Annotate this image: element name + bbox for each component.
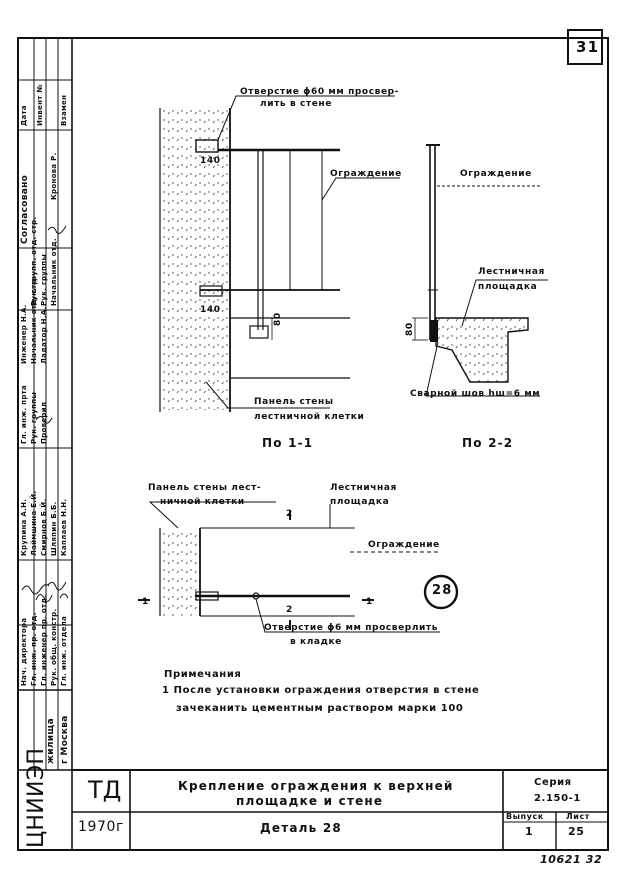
stamp-number: 10621 32 — [540, 853, 603, 866]
series-label: Серия — [534, 777, 572, 788]
landing-label-right-line1: Лестничная — [478, 267, 545, 277]
plan-hole-note-line1: Отверстие ϕ6 мм просверлить — [264, 623, 439, 633]
title-line1: Крепление ограждения к верхней — [178, 779, 454, 793]
dim-140-bottom: 140 — [200, 305, 221, 315]
org-code: ТД — [88, 776, 122, 804]
section-1-1-drawing — [159, 95, 400, 412]
notes-heading: Примечания — [164, 669, 242, 680]
role-11: Гл. инж. прта — [20, 384, 28, 444]
role-3: Гл. инженер пр. отд. — [40, 594, 48, 686]
plan-drawing — [138, 501, 459, 633]
notes-line2: зачеканить цементным раствором марки 100 — [176, 703, 464, 714]
year: 1970г — [78, 819, 124, 835]
plan-landing-label-line2: площадка — [330, 497, 390, 507]
top-hole-note-line2: лить в стене — [260, 99, 332, 109]
vzamen-col: Взамен — [60, 94, 68, 126]
institute-sub: жилища — [46, 718, 56, 764]
railing-label-left: Ограждение — [330, 169, 402, 179]
landing-label-right-line2: площадка — [478, 282, 538, 292]
role-7: Лаймшина Е.Й. — [30, 490, 38, 556]
role-18: Рук. группы — [40, 253, 48, 306]
agreed-label: Согласовано — [20, 174, 30, 244]
role-19: Начальник отд. — [50, 238, 58, 306]
plan-cut-2-top: 2 — [286, 509, 293, 519]
sheet-value: 25 — [568, 825, 585, 838]
detail-circle-number: 28 — [432, 583, 453, 598]
role-6: Крупина А.Н. — [20, 498, 28, 556]
page-number-box — [567, 29, 603, 65]
role-13: Проверил — [40, 401, 48, 444]
wall-panel-label-line2: лестничной клетки — [254, 412, 365, 422]
plan-wall-label-line2: ничной клетки — [160, 497, 245, 507]
role-16: Ладатор Н.А. — [40, 306, 48, 364]
weld-label: Сварной шов hш=6 мм — [410, 389, 541, 399]
institute-city: г Москва — [60, 715, 70, 764]
detail-label: Деталь 28 — [260, 821, 342, 835]
page-number: 31 — [576, 38, 600, 56]
dim-80-right: 80 — [405, 322, 415, 336]
plan-cut-2-bottom: 2 — [286, 605, 293, 615]
role-8: Смирнов Б.Й. — [40, 498, 48, 556]
railing-label-right: Ограждение — [460, 169, 532, 179]
dim-140-top: 140 — [200, 156, 221, 166]
notes-line1: 1 После установки ограждения отверстия в… — [162, 685, 480, 696]
role-9: Шляпин Б.Б. — [50, 501, 58, 556]
plan-cut-1-right: 1 — [366, 597, 373, 607]
role-1: Нач. директора — [20, 617, 28, 686]
wall-panel-label-line1: Панель стены — [254, 397, 334, 407]
role-20: Кронова Р. — [50, 152, 58, 200]
role-17: Рук. групп. отд. стр. — [30, 216, 38, 306]
issue-label: Выпуск — [506, 812, 544, 821]
inv-col: Инвент № — [36, 83, 44, 126]
role-4: Рук. общ. констр. — [50, 608, 58, 686]
sheet-label: Лист — [566, 812, 591, 821]
role-5: Гл. инж. отдела — [60, 615, 68, 686]
plan-landing-label-line1: Лестничная — [330, 483, 397, 493]
plan-railing-label: Ограждение — [368, 540, 440, 550]
issue-value: 1 — [525, 825, 534, 838]
date-col: Дата — [20, 105, 28, 126]
top-hole-note-line1: Отверстие ϕ60 мм просвер- — [240, 87, 400, 97]
section-2-2-drawing — [412, 144, 548, 397]
plan-wall-label-line1: Панель стены лест- — [148, 483, 262, 493]
series-value: 2.150-1 — [534, 793, 581, 804]
role-12: Рук. группы — [30, 391, 38, 444]
section-2-title: По 2-2 — [462, 436, 514, 450]
role-14: Инженер Н.А. — [20, 304, 28, 364]
plan-hole-note-line2: в кладке — [290, 637, 342, 647]
sheet-frame — [17, 37, 609, 851]
role-10: Каплаев Н.Н. — [60, 498, 68, 556]
dim-80-left: 80 — [273, 312, 283, 326]
role-2: Гл. инж. пр. отд. — [30, 612, 38, 686]
plan-cut-1-left: 1 — [142, 597, 149, 607]
section-1-title: По 1-1 — [262, 436, 314, 450]
title-line2: площадке и стене — [236, 794, 384, 808]
